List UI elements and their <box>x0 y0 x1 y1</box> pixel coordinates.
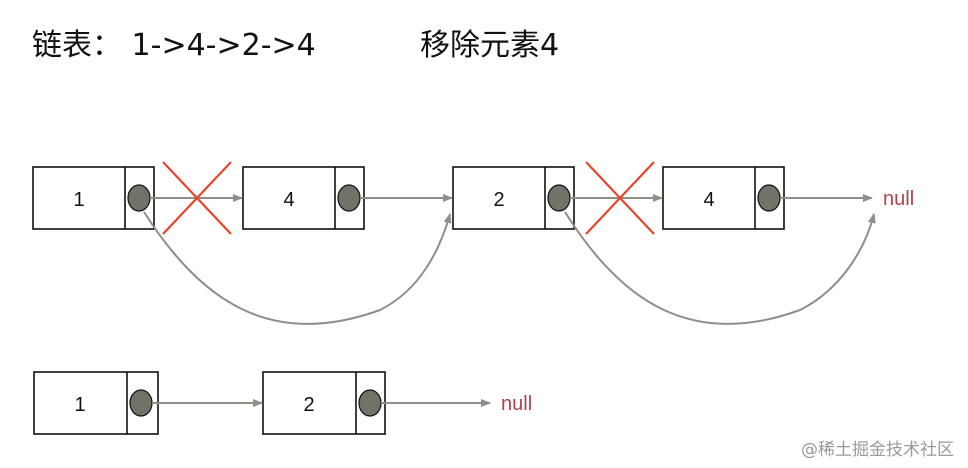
original-node-2: 4 <box>242 166 365 230</box>
original-node-3: 2 <box>452 166 575 230</box>
task-title: 移除元素4 <box>420 28 560 63</box>
original-node-1-pointer <box>127 184 151 212</box>
original-node-3-pointer <box>547 184 571 212</box>
bypass-arrow-1-to-2 <box>143 211 452 325</box>
list-title: 链表： 1->4->2->4 <box>32 28 316 63</box>
original-node-4-pointer <box>757 184 781 212</box>
original-node-2-value: 4 <box>283 189 294 211</box>
result-node-1-pointer <box>129 389 153 417</box>
result-node-2-value: 2 <box>303 394 314 416</box>
original-node-4-value: 4 <box>703 189 714 211</box>
result-node-2: 2 <box>262 371 386 435</box>
result-node-2-pointer <box>358 389 382 417</box>
result-null-label: null <box>501 393 532 415</box>
original-node-1-value: 1 <box>73 189 84 211</box>
original-null-label: null <box>883 188 914 210</box>
result-node-1: 1 <box>33 371 159 435</box>
cross-icon <box>162 161 232 235</box>
original-node-2-pointer <box>337 184 361 212</box>
watermark: @稀土掘金技术社区 <box>801 440 954 460</box>
original-node-4: 4 <box>662 166 785 230</box>
result-node-1-value: 1 <box>74 394 85 416</box>
original-node-1: 1 <box>32 166 155 230</box>
bypass-arrow-2-to-null <box>564 211 876 325</box>
original-node-3-value: 2 <box>493 189 504 211</box>
cross-icon <box>585 161 655 235</box>
